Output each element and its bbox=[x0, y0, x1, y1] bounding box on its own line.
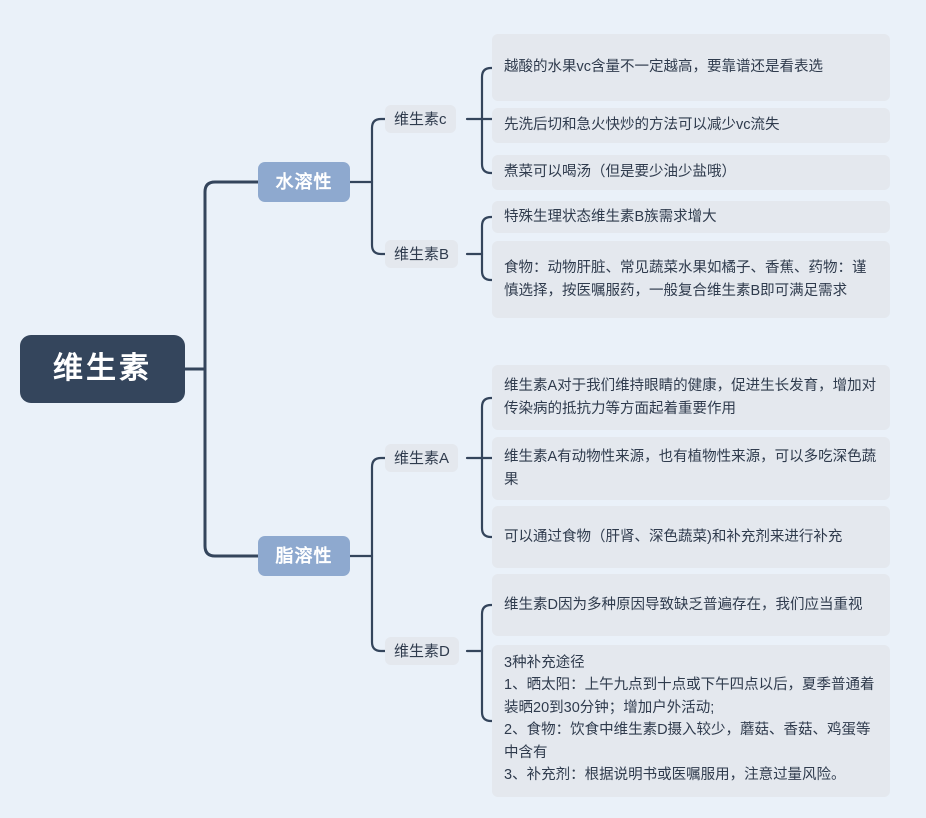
topic-node-vitamin-a[interactable]: 维生素A bbox=[385, 444, 459, 472]
leaf-node[interactable]: 可以通过食物（肝肾、深色蔬菜)和补充剂来进行补充 bbox=[492, 506, 890, 568]
leaf-node[interactable]: 维生素A有动物性来源，也有植物性来源，可以多吃深色蔬果 bbox=[492, 437, 890, 500]
leaf-node[interactable]: 3种补充途径 1、晒太阳：上午九点到十点或下午四点以后，夏季普通着装晒20到30… bbox=[492, 645, 890, 797]
leaf-node[interactable]: 越酸的水果vc含量不一定越高，要靠谱还是看表选 bbox=[492, 34, 890, 101]
leaf-node[interactable]: 先洗后切和急火快炒的方法可以减少vc流失 bbox=[492, 108, 890, 143]
leaf-node-text: 先洗后切和急火快炒的方法可以减少vc流失 bbox=[504, 117, 780, 134]
leaf-node-text: 越酸的水果vc含量不一定越高，要靠谱还是看表选 bbox=[504, 59, 823, 76]
leaf-node-text: 维生素A对于我们维持眼睛的健康，促进生长发育，增加对传染病的抵抗力等方面起着重要… bbox=[504, 378, 877, 417]
branch-node-water-soluble[interactable]: 水溶性 bbox=[258, 162, 350, 202]
root-node[interactable]: 维生素 bbox=[20, 335, 185, 403]
branch-node-fat-soluble[interactable]: 脂溶性 bbox=[258, 536, 350, 576]
branch-node-label: 水溶性 bbox=[275, 172, 333, 192]
topic-node-vitamin-d[interactable]: 维生素D bbox=[385, 637, 459, 665]
leaf-node-text: 可以通过食物（肝肾、深色蔬菜)和补充剂来进行补充 bbox=[504, 528, 843, 545]
leaf-node-text: 维生素A有动物性来源，也有植物性来源，可以多吃深色蔬果 bbox=[504, 449, 877, 488]
leaf-node-text: 3种补充途径 1、晒太阳：上午九点到十点或下午四点以后，夏季普通着装晒20到30… bbox=[504, 655, 875, 784]
leaf-node-text: 食物：动物肝脏、常见蔬菜水果如橘子、香蕉、药物：谨慎选择，按医嘱服药，一般复合维… bbox=[504, 260, 867, 299]
topic-node-vitamin-c[interactable]: 维生素c bbox=[385, 105, 456, 133]
leaf-node[interactable]: 维生素A对于我们维持眼睛的健康，促进生长发育，增加对传染病的抵抗力等方面起着重要… bbox=[492, 365, 890, 430]
branch-node-label: 脂溶性 bbox=[275, 546, 333, 566]
leaf-node-text: 煮菜可以喝汤（但是要少油少盐哦） bbox=[504, 164, 736, 181]
topic-node-label: 维生素A bbox=[394, 449, 450, 467]
leaf-node-text: 特殊生理状态维生素B族需求增大 bbox=[504, 208, 717, 225]
topic-node-vitamin-b[interactable]: 维生素B bbox=[385, 240, 459, 268]
leaf-node[interactable]: 煮菜可以喝汤（但是要少油少盐哦） bbox=[492, 155, 890, 190]
leaf-node-text: 维生素D因为多种原因导致缺乏普遍存在，我们应当重视 bbox=[504, 596, 863, 613]
topic-node-label: 维生素c bbox=[394, 110, 447, 128]
topic-node-label: 维生素B bbox=[394, 245, 450, 263]
root-node-label: 维生素 bbox=[53, 352, 152, 385]
leaf-node[interactable]: 维生素D因为多种原因导致缺乏普遍存在，我们应当重视 bbox=[492, 574, 890, 636]
leaf-node[interactable]: 特殊生理状态维生素B族需求增大 bbox=[492, 201, 890, 233]
leaf-node[interactable]: 食物：动物肝脏、常见蔬菜水果如橘子、香蕉、药物：谨慎选择，按医嘱服药，一般复合维… bbox=[492, 241, 890, 318]
topic-node-label: 维生素D bbox=[394, 642, 450, 660]
